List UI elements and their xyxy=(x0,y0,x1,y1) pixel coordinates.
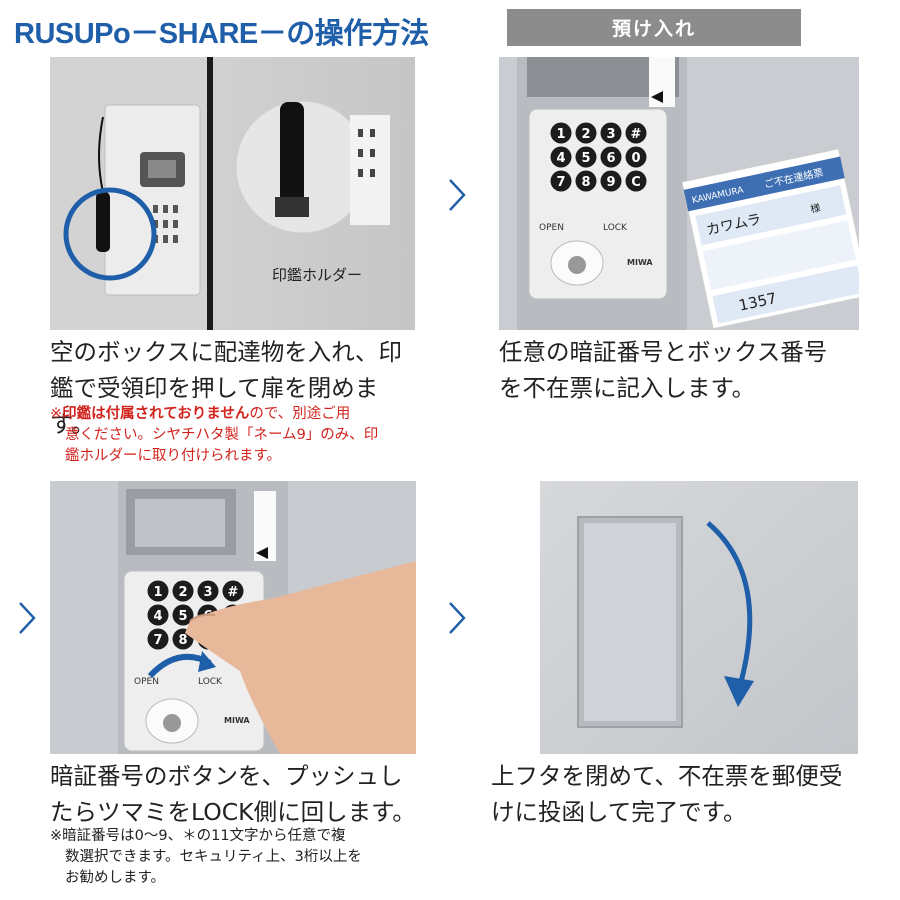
section-tag: 預け入れ xyxy=(507,9,801,46)
open-label: OPEN xyxy=(539,223,564,233)
note-mark: ※ xyxy=(50,406,63,422)
keypad-key[interactable] xyxy=(172,604,194,626)
step1-caption: 空のボックスに配達物を入れ、印 鑑で受領印を押して扉を閉めます。 xyxy=(50,334,420,442)
keypad-key-label: 9 xyxy=(606,175,615,190)
keypad-key-label: 7 xyxy=(556,175,565,190)
step1-caption-line2: 鑑で受領印を押して扉を閉めます。 xyxy=(50,374,379,438)
keypad-key[interactable] xyxy=(600,146,622,168)
keypad-key-label: 0 xyxy=(631,151,640,166)
step2-caption: 任意の暗証番号とボックス番号 を不在票に記入します。 xyxy=(499,334,879,406)
keypad-key-label: 5 xyxy=(581,151,590,166)
keypad-key[interactable] xyxy=(550,146,572,168)
step3-note-line3: お勧めします。 xyxy=(65,870,166,886)
chevron-right-icon xyxy=(16,600,38,640)
keypad-key-label: 4 xyxy=(556,151,565,166)
keypad-key-label: 8 xyxy=(178,633,187,648)
note-rest: ので、別途ご用 xyxy=(249,406,351,422)
keypad-key[interactable] xyxy=(575,146,597,168)
step3-caption-line2: たらツマミをLOCK側に回します。 xyxy=(50,798,416,826)
step3-note-line2: 数選択できます。セキュリティ上、3桁以上を xyxy=(65,849,362,865)
maker-label: MIWA xyxy=(627,258,653,267)
step2-caption-line1: 任意の暗証番号とボックス番号 xyxy=(499,338,828,366)
step4-caption: 上フタを閉めて、不在票を郵便受 けに投函して完了です。 xyxy=(491,758,881,830)
curved-arrow-icon xyxy=(706,521,754,707)
keypad-key[interactable] xyxy=(600,170,622,192)
step3-note: ※暗証番号は0〜9、＊の11文字から任意で複 数選択できます。セキュリティ上、3… xyxy=(50,826,430,889)
chevron-right-icon xyxy=(446,600,468,640)
brand-title: RUSUPo－SHARE－の操作方法 xyxy=(14,18,429,50)
keypad-key[interactable] xyxy=(222,580,244,602)
note-line3: 鑑ホルダーに取り付けられます。 xyxy=(65,448,282,464)
keypad-key[interactable] xyxy=(575,170,597,192)
lock-label: LOCK xyxy=(603,223,628,233)
stamp-holder-label: 印鑑ホルダー xyxy=(272,266,362,284)
keypad-key[interactable] xyxy=(625,122,647,144)
slip-sama: 様 xyxy=(809,201,821,216)
open-label: OPEN xyxy=(134,677,159,687)
highlight-circle-icon xyxy=(63,187,157,281)
keypad-key-label: # xyxy=(631,127,642,142)
step4-photo xyxy=(540,481,858,754)
step1-photo: 印鑑ホルダー xyxy=(50,57,415,330)
step2-caption-line2: を不在票に記入します。 xyxy=(499,374,756,402)
lock-label: LOCK xyxy=(198,677,223,687)
maker-label: MIWA xyxy=(224,716,250,725)
step2-keypad: 1 2 3 #4 5 6 0 7 8 9 C xyxy=(550,122,647,192)
keypad-key[interactable] xyxy=(550,122,572,144)
page-header: RUSUPo－SHARE－の操作方法 預け入れ xyxy=(0,0,900,56)
keypad-key[interactable] xyxy=(147,628,169,650)
keypad-key[interactable] xyxy=(600,122,622,144)
note-bold: 印鑑は付属されておりません xyxy=(62,406,250,422)
step3-caption-line1: 暗証番号のボタンを、プッシュし xyxy=(50,762,403,790)
keypad-key-label: 7 xyxy=(153,633,162,648)
keypad-key[interactable] xyxy=(625,146,647,168)
keypad-key[interactable] xyxy=(172,580,194,602)
keypad-key-label: 2 xyxy=(581,127,590,142)
keypad-key[interactable] xyxy=(575,122,597,144)
keypad-key-label: 3 xyxy=(606,127,615,142)
step4-caption-line1: 上フタを閉めて、不在票を郵便受 xyxy=(491,762,843,790)
keypad-key[interactable] xyxy=(197,580,219,602)
rotate-arrow-icon xyxy=(147,651,216,679)
keypad-key-label: 1 xyxy=(556,127,565,142)
chevron-right-icon xyxy=(446,177,468,217)
step1-note: ※印鑑は付属されておりませんので、別途ご用 意ください。シヤチハタ製「ネーム9」… xyxy=(50,404,420,467)
keypad-key-label: C xyxy=(631,175,641,190)
keypad-key-label: 6 xyxy=(606,151,615,166)
keypad-key-label: 3 xyxy=(203,585,212,600)
keypad-key[interactable] xyxy=(147,604,169,626)
note-line2: 意ください。シヤチハタ製「ネーム9」のみ、印 xyxy=(65,427,379,443)
keypad-key-label: 8 xyxy=(581,175,590,190)
keypad-key-label: 4 xyxy=(153,609,162,624)
step1-caption-line1: 空のボックスに配達物を入れ、印 xyxy=(50,338,403,366)
keypad-key[interactable] xyxy=(147,580,169,602)
keypad-key-label: 2 xyxy=(178,585,187,600)
step3-caption: 暗証番号のボタンを、プッシュし たらツマミをLOCK側に回します。 xyxy=(50,758,430,830)
keypad-key-label: 5 xyxy=(178,609,187,624)
step4-caption-line2: けに投函して完了です。 xyxy=(491,798,747,826)
step3-note-line1: ※暗証番号は0〜9、＊の11文字から任意で複 xyxy=(50,828,346,844)
keypad-key[interactable] xyxy=(625,170,647,192)
keypad-key[interactable] xyxy=(550,170,572,192)
keypad-key-label: # xyxy=(228,585,239,600)
keypad-key-label: 1 xyxy=(153,585,162,600)
